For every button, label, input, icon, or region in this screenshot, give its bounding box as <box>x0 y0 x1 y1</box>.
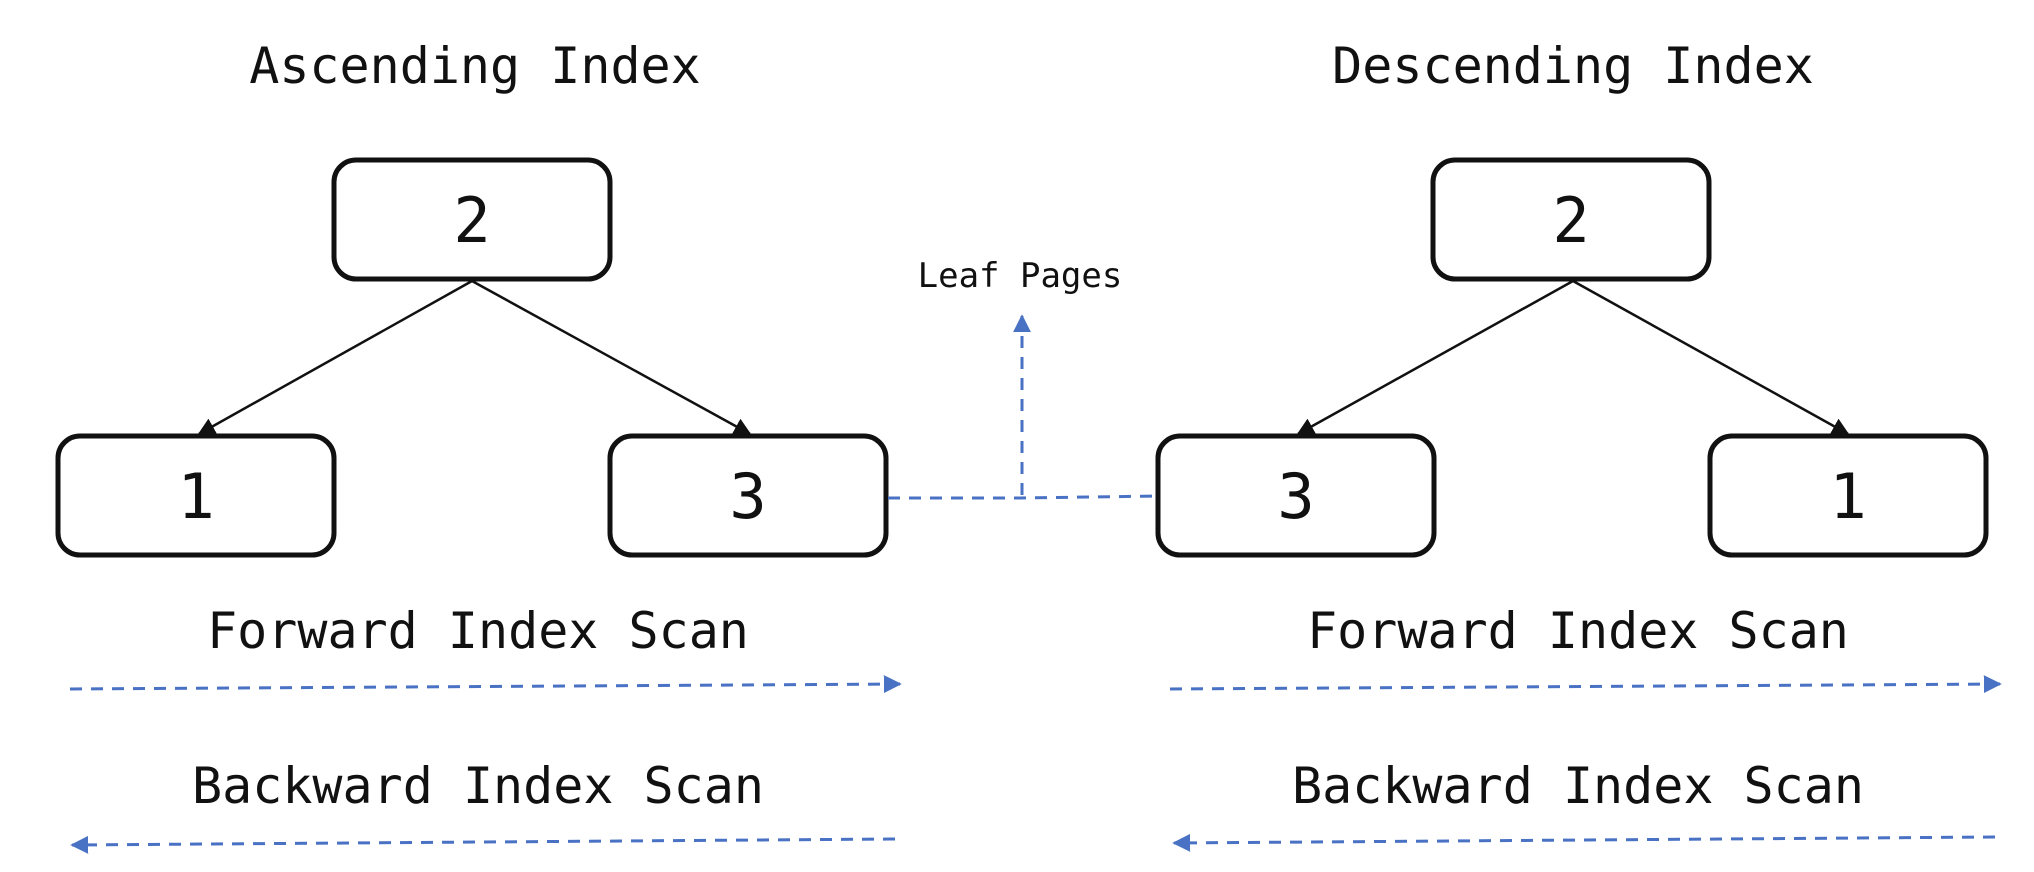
ascending-index-title: Ascending Index <box>249 37 701 95</box>
descending-left-leaf-value: 3 <box>1277 460 1314 533</box>
ascending-backward-scan-arrow <box>70 835 896 854</box>
descending-left-leaf-node: 3 <box>1155 433 1437 558</box>
descending-forward-scan-arrow <box>1169 675 2002 694</box>
descending-backward-scan-arrow <box>1172 833 1996 852</box>
leaf-pages-annotation: Leaf Pages <box>888 256 1161 500</box>
ascending-left-leaf-value: 1 <box>177 460 214 533</box>
ascending-right-leaf-node: 3 <box>607 433 889 558</box>
leaf-pages-label: Leaf Pages <box>918 256 1123 296</box>
descending-root-node: 2 <box>1430 157 1712 282</box>
ascending-forward-scan-arrow <box>69 675 902 694</box>
descending-edge-left <box>1296 279 1574 436</box>
ascending-root-node: 2 <box>331 157 613 282</box>
descending-backward-scan-label: Backward Index Scan <box>1292 757 1864 815</box>
descending-right-leaf-value: 1 <box>1829 460 1866 533</box>
descending-edge-right <box>1572 279 1850 436</box>
ascending-forward-scan-label: Forward Index Scan <box>207 602 749 660</box>
descending-right-leaf-node: 1 <box>1707 433 1989 558</box>
ascending-right-leaf-value: 3 <box>729 460 766 533</box>
leaf-pages-connector <box>888 494 1161 500</box>
ascending-index-group: Ascending Index 2 1 3 Forward Index Scan… <box>55 37 902 854</box>
ascending-edge-left <box>197 279 473 436</box>
ascending-root-value: 2 <box>453 184 490 257</box>
ascending-backward-scan-label: Backward Index Scan <box>192 757 764 815</box>
descending-forward-scan-label: Forward Index Scan <box>1307 602 1849 660</box>
ascending-edge-right <box>471 279 752 436</box>
descending-root-value: 2 <box>1552 184 1589 257</box>
descending-index-title: Descending Index <box>1332 37 1814 95</box>
ascending-left-leaf-node: 1 <box>55 433 337 558</box>
descending-index-group: Descending Index 2 3 1 Forward Index Sca… <box>1155 37 2002 852</box>
